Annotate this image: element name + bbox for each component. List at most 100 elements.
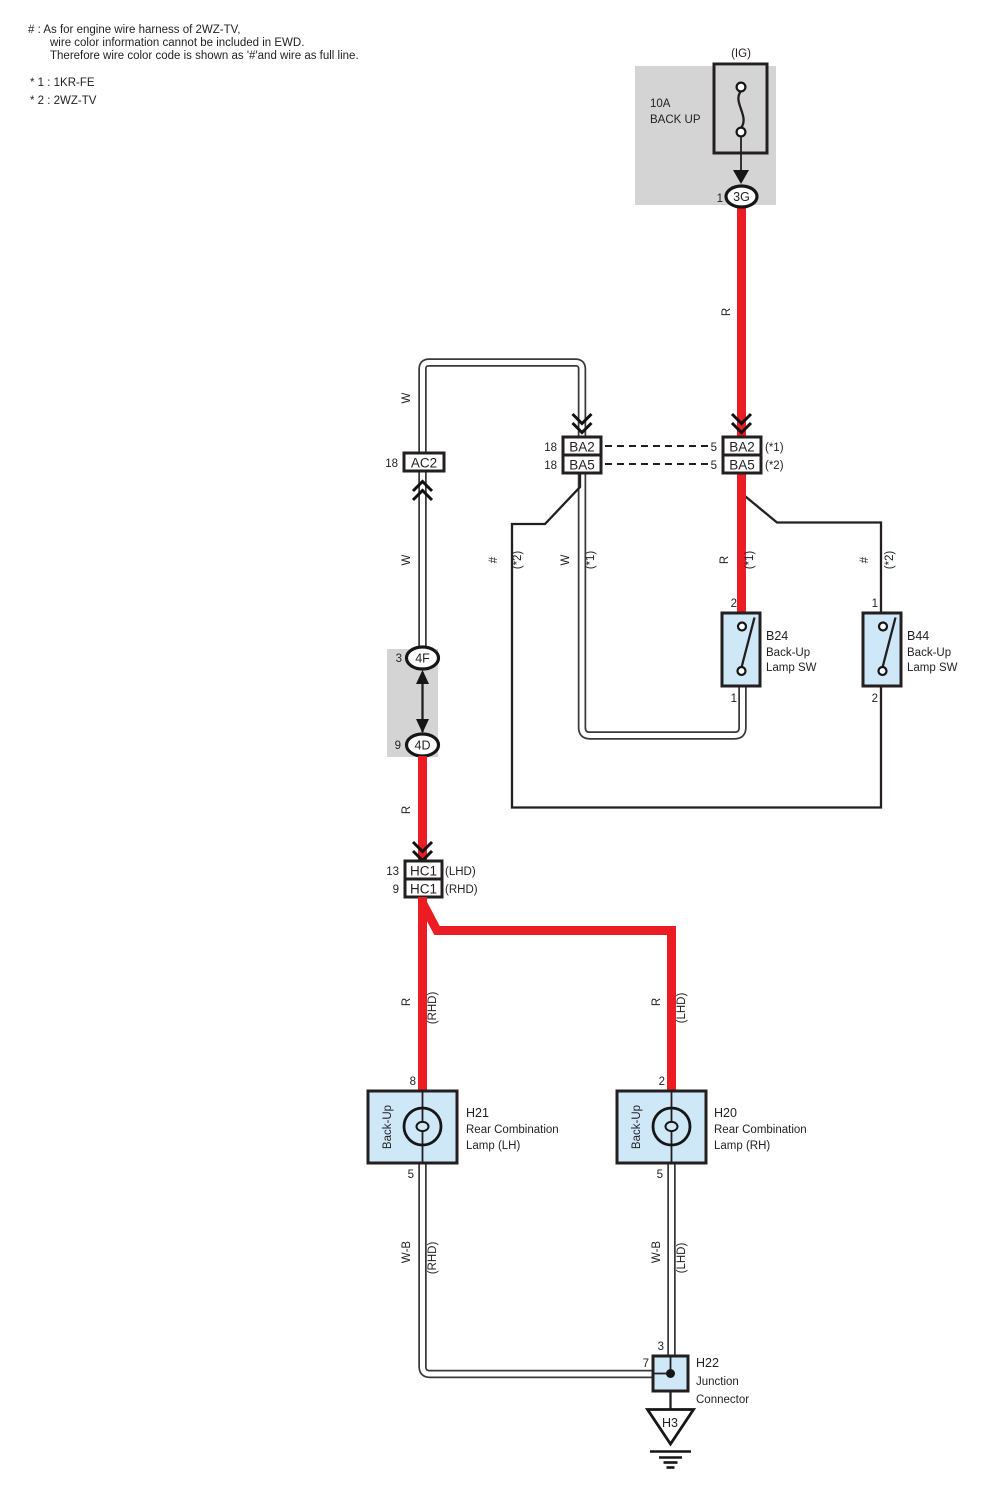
note-star2: * 2 : 2WZ-TV <box>30 95 97 107</box>
b24-pin-top: 2 <box>731 598 737 610</box>
connector-4f-oval <box>404 645 441 671</box>
wire-hash-b44-top <box>738 474 883 613</box>
wire-color-label-w: W <box>401 554 413 565</box>
chevron-up-icon <box>411 479 434 502</box>
chevron-down-icon <box>571 412 593 435</box>
b24-pin-bottom: 1 <box>731 693 737 705</box>
connector-4d-pin: 9 <box>395 740 401 752</box>
wire-wb-lh <box>418 1163 654 1379</box>
header-notes: # : As for engine wire harness of 2WZ-TV… <box>28 24 359 107</box>
b44-pin-top: 1 <box>872 598 878 610</box>
fuse-block: (IG) 10A BACK UP 1 <box>635 48 776 205</box>
h22-name-line2: Connector <box>696 1394 749 1406</box>
h20-id: H20 <box>714 1106 737 1120</box>
switch-contact-icon <box>736 617 756 677</box>
wire-hash-loop-b44 <box>510 474 883 809</box>
b44-id: B44 <box>907 629 929 643</box>
connector-4f-pin: 3 <box>396 653 402 665</box>
connector-3g-label: 3G <box>733 190 750 204</box>
connector-hc1-bottom-pin: 9 <box>393 884 399 896</box>
h20-pin-top: 2 <box>659 1076 665 1088</box>
connector-hc1-bottom-label: HC1 <box>410 882 437 897</box>
bulb-icon <box>651 1091 692 1163</box>
b44-name-line1: Back-Up <box>907 647 951 659</box>
wire-color-label-w: W <box>401 392 413 403</box>
wire-variant-label: (*2) <box>884 551 896 570</box>
connector-hc1-top-pin: 13 <box>386 866 399 878</box>
note-hash-line3: Therefore wire color code is shown as '#… <box>50 50 359 62</box>
fuse-block-bg <box>635 66 776 205</box>
h22-id: H22 <box>696 1356 719 1370</box>
b24-id: B24 <box>766 629 788 643</box>
connector-ac2-label: AC2 <box>411 456 437 471</box>
h21-pin-top: 8 <box>410 1076 416 1088</box>
connector-hc1-bottom-variant: (RHD) <box>445 884 478 896</box>
wire-color-label-r: R <box>719 556 731 564</box>
connector-hc1-top-variant: (LHD) <box>445 866 476 878</box>
junction-node-icon <box>653 1356 675 1378</box>
ground-id: H3 <box>662 1416 678 1430</box>
h21-name-line1: Rear Combination <box>466 1124 559 1136</box>
wire-variant-label: (*1) <box>585 551 597 570</box>
fuse-symbol-icon <box>735 81 747 138</box>
h21-id: H21 <box>466 1106 489 1120</box>
h22-name-line1: Junction <box>696 1376 739 1388</box>
b44-pin-bottom: 2 <box>872 693 878 705</box>
double-arrow-icon <box>416 670 429 733</box>
h21-bulb-name: Back-Up <box>382 1105 394 1149</box>
wire-color-label-r: R <box>651 998 663 1006</box>
connector-ba2-body-label: BA2 <box>569 440 595 455</box>
connector-ba5-engine-pin: 5 <box>711 460 717 472</box>
wire-color-label-r: R <box>401 806 413 814</box>
connector-ba5-engine-box <box>721 453 763 475</box>
wire-variant-label: (RHD) <box>427 1242 439 1275</box>
h22-pin-top: 3 <box>658 1341 664 1353</box>
connector-ba2-engine-pin: 5 <box>711 442 717 454</box>
wire-color-label-wb: W-B <box>401 1241 413 1263</box>
wire-color-label-r: R <box>401 998 413 1006</box>
connector-ba2-engine-variant: (*1) <box>765 442 784 454</box>
wire-w-loop-b24 <box>577 473 747 740</box>
note-hash-line2: wire color information cannot be include… <box>49 37 304 49</box>
wire-color-label-w: W <box>560 554 572 565</box>
connector-ba5-body-label: BA5 <box>569 458 595 473</box>
switch-contact-icon <box>877 617 897 677</box>
connector-ba2-engine-label: BA2 <box>729 440 755 455</box>
fuse-rating: 10A <box>650 98 671 110</box>
wire-variant-label: (*1) <box>744 551 756 570</box>
connector-hc1-top-label: HC1 <box>410 864 437 879</box>
wire-color-label-hash: # <box>488 556 500 563</box>
h22-pin-left: 7 <box>643 1358 649 1370</box>
note-hash-line1: # : As for engine wire harness of 2WZ-TV… <box>28 24 240 36</box>
bulb-icon <box>402 1091 443 1163</box>
connector-3g-pin: 1 <box>717 193 723 205</box>
connector-ac2-pin: 18 <box>385 458 398 470</box>
fuse-name: BACK UP <box>650 114 701 126</box>
wire-variant-label: (*2) <box>512 551 524 570</box>
wire-w-loop <box>418 358 587 453</box>
fuse-circuit-label: (IG) <box>731 48 751 60</box>
arrow-down-icon <box>733 170 749 184</box>
chevron-down-icon <box>730 412 753 435</box>
connector-ac2-box <box>402 451 446 473</box>
connector-ba5-body-pin: 18 <box>544 460 557 472</box>
connector-ba5-engine-variant: (*2) <box>765 460 784 472</box>
h20-name-line1: Rear Combination <box>714 1124 807 1136</box>
ground-triangle <box>644 1408 697 1447</box>
h20-name-line2: Lamp (RH) <box>714 1140 770 1152</box>
wire-variant-label: (RHD) <box>427 992 439 1025</box>
connector-ba5-body-box <box>561 453 603 475</box>
h21-name-line2: Lamp (LH) <box>466 1140 520 1152</box>
note-star1: * 1 : 1KR-FE <box>30 77 95 89</box>
b44-name-line2: Lamp SW <box>907 662 958 674</box>
connector-4f-label: 4F <box>415 652 430 666</box>
wire-variant-label: (LHD) <box>676 1243 688 1274</box>
wire-color-label-wb: W-B <box>651 1241 663 1263</box>
connector-4d-label: 4D <box>415 739 431 753</box>
b24-name-line1: Back-Up <box>766 647 810 659</box>
wire-variant-label: (LHD) <box>676 993 688 1024</box>
connector-3g-oval <box>724 184 759 209</box>
b24-name-line2: Lamp SW <box>766 662 817 674</box>
h21-pin-bottom: 5 <box>408 1169 414 1181</box>
